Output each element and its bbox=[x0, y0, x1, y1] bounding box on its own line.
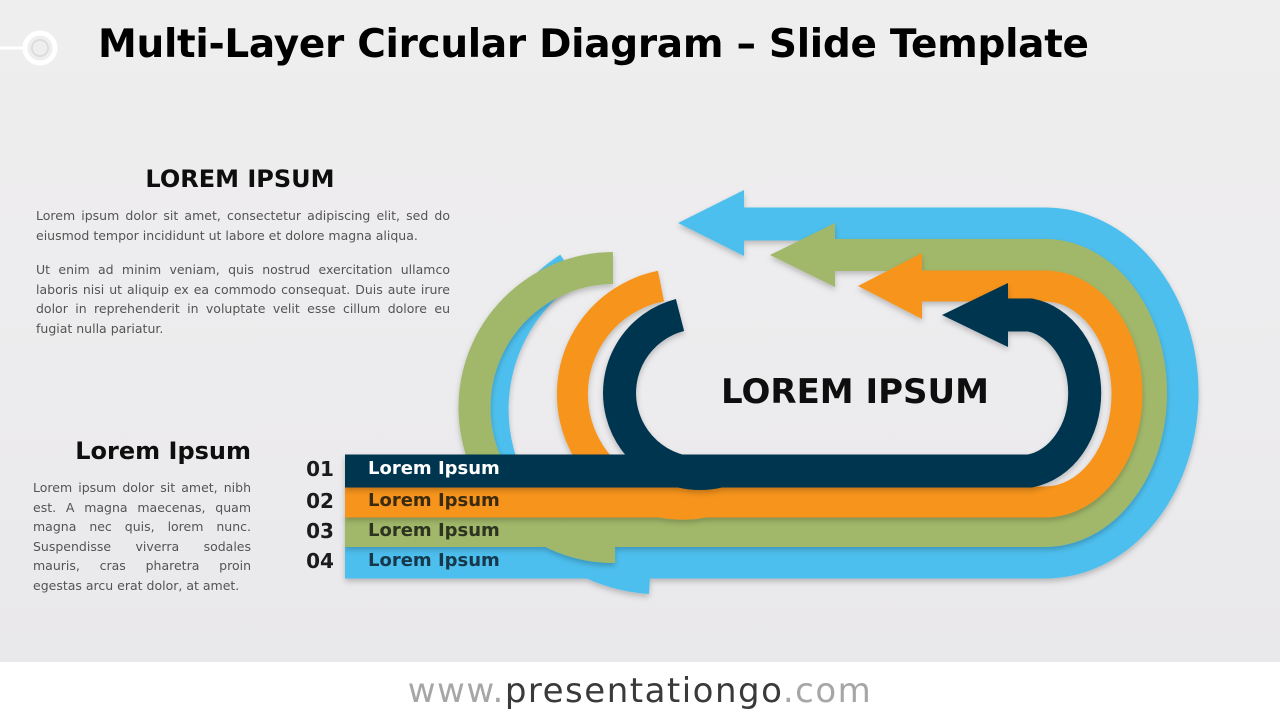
layer-01-label: Lorem Ipsum bbox=[368, 458, 500, 479]
circular-diagram bbox=[345, 190, 1199, 594]
top-heading: LOREM IPSUM bbox=[145, 165, 335, 193]
center-label: LOREM IPSUM bbox=[721, 372, 989, 412]
footer-domain: presentationgo bbox=[504, 671, 783, 711]
footer-prefix: www. bbox=[407, 671, 505, 711]
left-heading: Lorem Ipsum bbox=[75, 437, 251, 465]
layer-04-number: 04 bbox=[306, 549, 334, 573]
footer-url[interactable]: www.presentationgo.com bbox=[0, 662, 1280, 720]
left-text-block: Lorem Ipsum Lorem ipsum dolor sit amet, … bbox=[33, 434, 251, 595]
layer-02-label: Lorem Ipsum bbox=[368, 490, 500, 511]
footer-suffix: .com bbox=[782, 671, 873, 711]
top-paragraph-2: Ut enim ad minim veniam, quis nostrud ex… bbox=[36, 262, 450, 336]
layer-03-band bbox=[345, 223, 1167, 564]
layer-04-label: Lorem Ipsum bbox=[368, 550, 500, 571]
slide: Multi-Layer Circular Diagram – Slide Tem… bbox=[0, 0, 1280, 662]
top-paragraph-1: Lorem ipsum dolor sit amet, consectetur … bbox=[36, 208, 450, 243]
corner-logo-icon bbox=[0, 30, 58, 66]
layer-03-label: Lorem Ipsum bbox=[368, 520, 500, 541]
layer-01-band bbox=[345, 283, 1102, 490]
top-text-block: LOREM IPSUM Lorem ipsum dolor sit amet, … bbox=[36, 162, 450, 338]
layer-03-number: 03 bbox=[306, 519, 334, 543]
slide-title: Multi-Layer Circular Diagram – Slide Tem… bbox=[98, 22, 1089, 67]
layer-01-number: 01 bbox=[306, 457, 334, 481]
left-paragraph: Lorem ipsum dolor sit amet, nibh est. A … bbox=[33, 480, 251, 593]
layer-02-number: 02 bbox=[306, 489, 334, 513]
layer-02-band bbox=[345, 253, 1143, 520]
